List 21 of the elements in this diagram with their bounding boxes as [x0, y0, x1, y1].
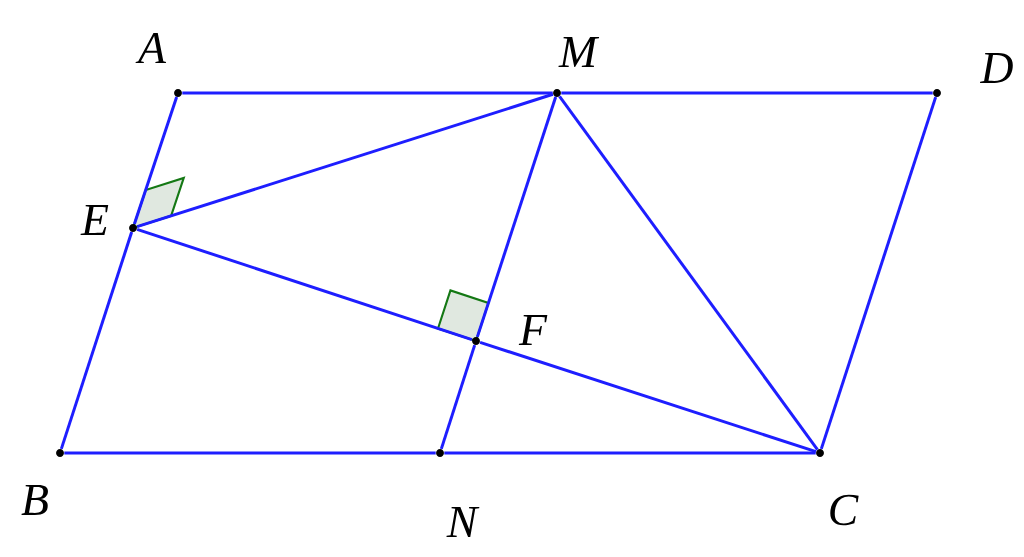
point-label: C — [830, 494, 859, 526]
line-segment — [132, 96, 179, 225]
line-segment — [439, 344, 477, 450]
line-segment — [444, 451, 816, 455]
point-label: D — [979, 53, 1013, 83]
line-segment — [479, 340, 817, 454]
line-segment — [182, 91, 553, 95]
line-segment — [561, 91, 933, 95]
line-segment — [136, 227, 473, 342]
line-segment — [819, 96, 938, 450]
line-segment — [475, 96, 558, 338]
line-segment — [558, 95, 819, 451]
point-label: M — [558, 37, 600, 67]
point-label: F — [518, 315, 548, 345]
point-label: N — [446, 507, 480, 537]
line-segment — [136, 92, 554, 229]
point-label: E — [80, 205, 109, 235]
line-segment — [59, 231, 134, 450]
line-segment — [64, 451, 436, 455]
point-label: A — [135, 32, 167, 64]
point-label: B — [21, 484, 48, 515]
